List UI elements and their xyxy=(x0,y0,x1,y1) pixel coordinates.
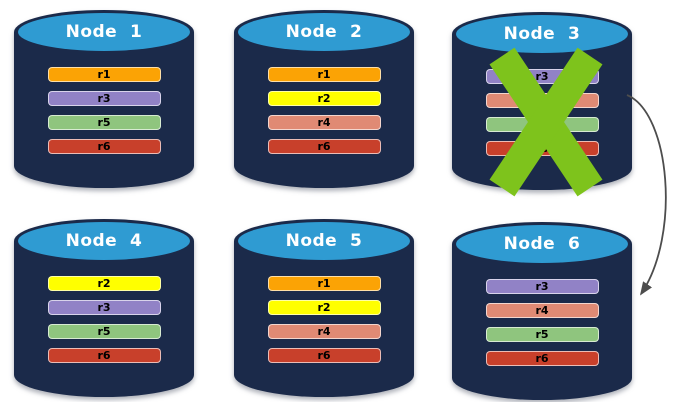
node-6-title: Node 6 xyxy=(503,234,581,254)
replica-bar: r4 xyxy=(267,324,381,339)
node-1: Node 1 r1 r3 r5 r6 xyxy=(14,10,194,188)
replica-bar: r6 xyxy=(267,139,381,154)
node-3: Node 3 r3 r4 r5 r6 xyxy=(452,12,632,197)
node-5-replica-list: r1 r2 r4 r6 xyxy=(234,276,414,363)
node-6: Node 6 r3 r4 r5 r6 xyxy=(452,222,632,400)
replica-bar: r1 xyxy=(47,67,161,82)
node-3-title: Node 3 xyxy=(503,24,581,44)
node-1-title: Node 1 xyxy=(65,22,143,42)
replica-bar: r4 xyxy=(485,303,599,318)
replica-bar: r2 xyxy=(47,276,161,291)
replica-bar: r3 xyxy=(47,91,161,106)
node-2-replica-list: r1 r2 r4 r6 xyxy=(234,67,414,154)
node-1-cylinder-top xyxy=(18,13,190,51)
replica-bar: r6 xyxy=(47,348,161,363)
replica-bar: r1 xyxy=(267,67,381,82)
node-2-title: Node 2 xyxy=(285,22,363,42)
failure-x-icon xyxy=(489,47,603,197)
node-2-cylinder-top xyxy=(238,13,410,51)
replica-bar: r4 xyxy=(267,115,381,130)
node-4-cylinder-top xyxy=(18,222,190,260)
node-4-replica-list: r2 r3 r5 r6 xyxy=(14,276,194,363)
replica-bar: r6 xyxy=(485,351,599,366)
replica-bar: r6 xyxy=(267,348,381,363)
node-4: Node 4 r2 r3 r5 r6 xyxy=(14,219,194,397)
node-6-cylinder-top xyxy=(456,225,628,263)
replica-bar: r5 xyxy=(485,327,599,342)
node-5: Node 5 r1 r2 r4 r6 xyxy=(234,219,414,397)
replica-bar: r1 xyxy=(267,276,381,291)
node-4-title: Node 4 xyxy=(65,231,143,251)
node-1-replica-list: r1 r3 r5 r6 xyxy=(14,67,194,154)
replica-bar: r3 xyxy=(485,279,599,294)
replica-bar: r2 xyxy=(267,300,381,315)
replica-bar: r2 xyxy=(267,91,381,106)
replica-bar: r5 xyxy=(47,115,161,130)
node-3-cylinder-top xyxy=(456,15,628,53)
replica-bar: r5 xyxy=(47,324,161,339)
node-5-title: Node 5 xyxy=(285,231,363,251)
replica-bar: r3 xyxy=(47,300,161,315)
node-5-cylinder-top xyxy=(238,222,410,260)
replica-bar: r6 xyxy=(47,139,161,154)
node-6-replica-list: r3 r4 r5 r6 xyxy=(452,279,632,366)
node-2: Node 2 r1 r2 r4 r6 xyxy=(234,10,414,188)
